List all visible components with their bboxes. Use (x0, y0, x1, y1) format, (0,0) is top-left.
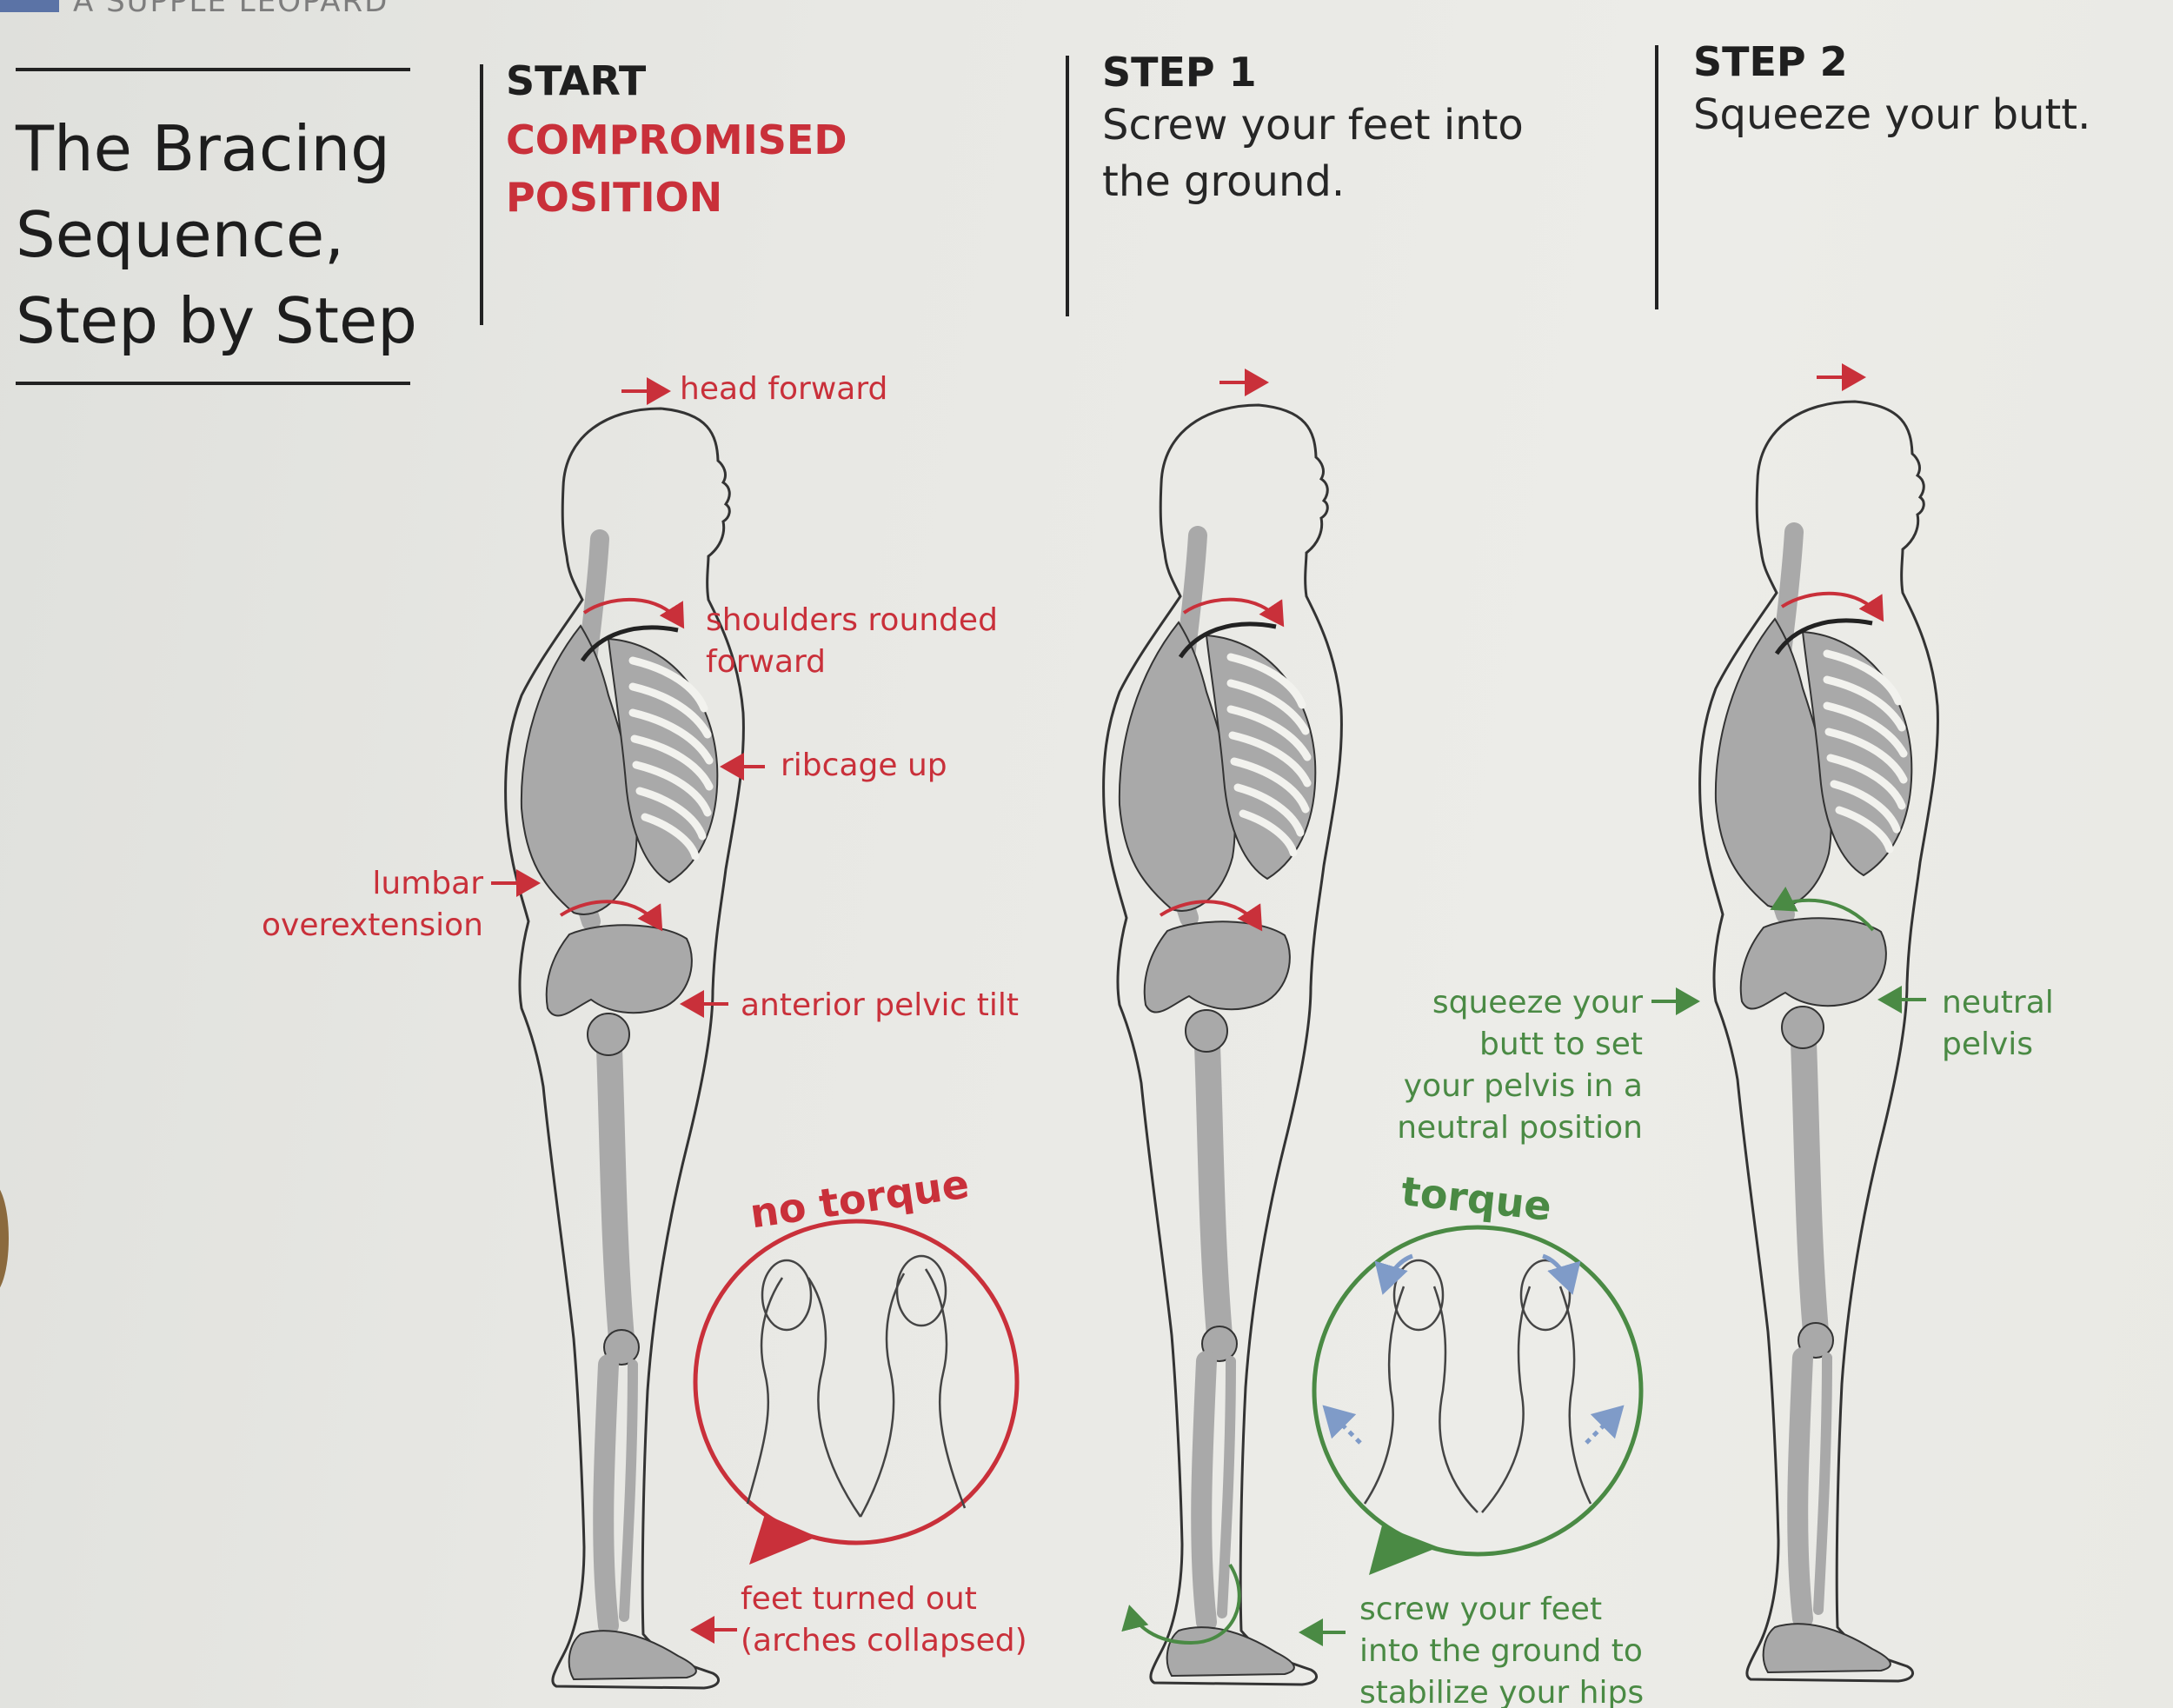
label-head-forward: head forward (680, 371, 888, 407)
feet-straight-sketch (1363, 1259, 1592, 1513)
title-rule-bottom (16, 382, 410, 385)
column-divider (480, 64, 483, 325)
pelvis-correction-arc (1770, 886, 1875, 932)
step-subtitle-line: Screw your feet into (1102, 101, 1524, 150)
step-label: STEP 2 (1693, 38, 1848, 85)
torque-bubble (1312, 1225, 1644, 1575)
feet-out-sketch (746, 1254, 967, 1518)
rotation-arrow-left (1374, 1253, 1413, 1295)
pelvis-arc-step1 (1159, 900, 1263, 932)
title-line: Sequence, (16, 198, 345, 271)
label-line: butt to set (1479, 1027, 1643, 1062)
step-header-step2: STEP 2 Squeeze your butt. (1693, 37, 2090, 143)
label-lumbar-overextension: lumbar overextension (257, 863, 483, 947)
label-line: forward (706, 644, 827, 680)
label-line: lumbar (372, 866, 483, 901)
label-line: feet turned out (741, 1581, 977, 1617)
knee-out-arrow-left (1322, 1405, 1362, 1445)
title-line: The Bracing (16, 112, 390, 185)
step-subtitle-line: the ground. (1102, 157, 1346, 206)
label-line: overextension (262, 907, 483, 943)
skeleton-figure-step1 (1104, 405, 1342, 1685)
step-subtitle-line: COMPROMISED (506, 116, 847, 163)
shoulders-arrow-step2 (1780, 591, 1884, 622)
label-shoulders-rounded: shoulders rounded forward (706, 600, 998, 683)
pelvic-tilt-arc (559, 900, 663, 932)
step-subtitle-line: Squeeze your butt. (1693, 90, 2091, 139)
label-line: (arches collapsed) (741, 1623, 1027, 1658)
step-label: STEP 1 (1102, 49, 1257, 96)
label-line: shoulders rounded (706, 602, 998, 638)
step-subtitle-line: POSITION (506, 174, 723, 221)
label-line: neutral position (1397, 1110, 1643, 1146)
label-line: pelvis (1942, 1027, 2034, 1062)
running-head: A SUPPLE LEOPARD (73, 0, 389, 19)
label-line: your pelvis in a (1403, 1068, 1643, 1104)
step-label: START (506, 57, 647, 104)
rotation-arrow-right (1542, 1253, 1581, 1295)
knee-out-arrow-right (1585, 1405, 1625, 1445)
label-line: neutral (1942, 985, 2054, 1020)
label-line: screw your feet (1359, 1592, 1603, 1627)
shoulders-arrow (582, 597, 685, 629)
step-header-start: START COMPROMISED POSITION (506, 56, 847, 223)
label-line: squeeze your (1432, 985, 1643, 1020)
title-line: Step by Step (16, 284, 417, 357)
column-divider (1655, 45, 1658, 309)
label-squeeze-butt: squeeze your butt to set your pelvis in … (1328, 982, 1643, 1149)
shoulders-arrow-step1 (1182, 597, 1285, 628)
label-line: into the ground to (1359, 1633, 1643, 1669)
foot-rotation-arc (1121, 1563, 1241, 1645)
label-line: stabilize your hips (1359, 1675, 1645, 1708)
running-head-tab (0, 0, 59, 12)
label-ribcage-up: ribcage up (781, 748, 947, 783)
page-edge-shadow (0, 1182, 9, 1295)
label-feet-turned-out: feet turned out (arches collapsed) (741, 1578, 1027, 1662)
step-header-step1: STEP 1 Screw your feet into the ground. (1102, 47, 1524, 210)
column-divider (1066, 56, 1069, 316)
no-torque-bubble (693, 1219, 1020, 1565)
label-neutral-pelvis: neutral pelvis (1942, 982, 2054, 1066)
page-title: The Bracing Sequence, Step by Step (16, 106, 417, 364)
title-rule-top (16, 68, 410, 71)
label-anterior-pelvic-tilt: anterior pelvic tilt (741, 987, 1019, 1023)
label-screw-feet: screw your feet into the ground to stabi… (1359, 1589, 1644, 1708)
